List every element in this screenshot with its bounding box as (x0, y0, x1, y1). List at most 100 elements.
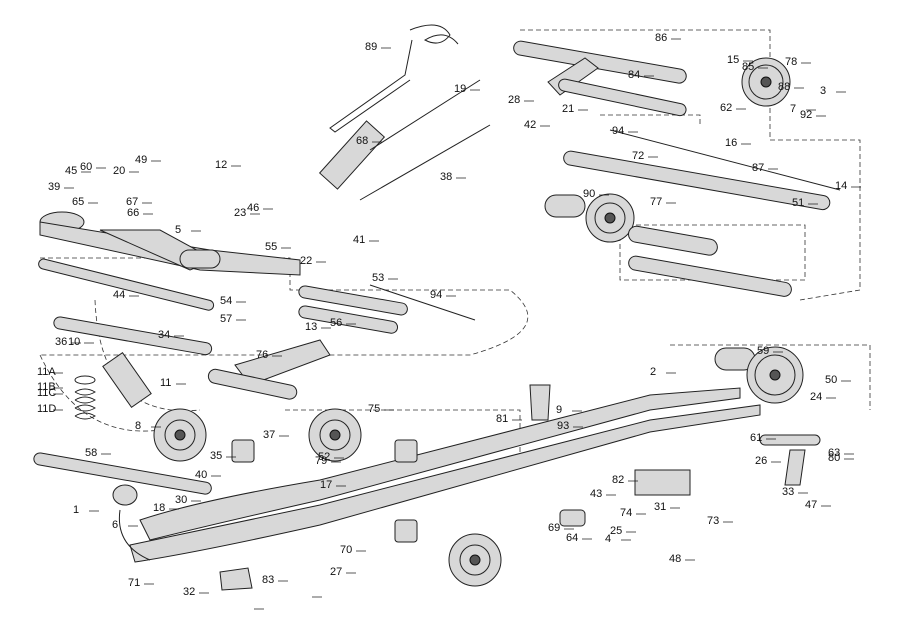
callout-label: 5 (175, 224, 182, 236)
callout-label: 59 (757, 345, 770, 357)
callout-label: 58 (85, 447, 98, 459)
wheel-77-lower (714, 346, 804, 404)
callout-label: 87 (752, 162, 765, 174)
callout-label: 22 (300, 255, 313, 267)
shock-11 (74, 351, 152, 420)
callout-label: 21 (562, 103, 575, 115)
callout-label: 93 (557, 420, 570, 432)
callout-label: 55 (265, 241, 278, 253)
bracket-70 (219, 567, 253, 591)
callout-label: 73 (707, 515, 720, 527)
callout-label: 40 (195, 469, 208, 481)
callout-label: 33 (782, 486, 795, 498)
callout-label: 56 (330, 317, 343, 329)
callout-label: 66 (127, 207, 140, 219)
callout-label: 8 (135, 420, 142, 432)
callout-label: 78 (785, 56, 798, 68)
callout-label: 57 (220, 313, 233, 325)
shock-68 (318, 79, 491, 201)
callout-label: 28 (508, 94, 521, 106)
callout-label: 14 (835, 180, 848, 192)
callout-label: 11D (37, 403, 57, 415)
callout-label: 19 (454, 83, 467, 95)
callout-label: 42 (524, 119, 537, 131)
callout-label: 27 (330, 566, 343, 578)
callout-label: 77 (650, 196, 663, 208)
callout-label: 71 (128, 577, 141, 589)
callout-label: 49 (135, 154, 148, 166)
callout-label: 43 (590, 488, 603, 500)
callout-label: 11B (37, 381, 56, 393)
bracket-79 (529, 384, 551, 421)
callout-label: 48 (669, 553, 682, 565)
block-43 (634, 469, 691, 496)
callout-label: 2 (650, 366, 657, 378)
rails (118, 387, 761, 563)
leader-lines (53, 38, 861, 610)
callout-label: 65 (72, 196, 85, 208)
callout-label: 11C (37, 387, 57, 399)
callout-label: 50 (825, 374, 838, 386)
shaft-86 (513, 40, 687, 84)
callout-label: 11A (37, 366, 56, 378)
callout-label: 6 (112, 519, 119, 531)
callout-label: 52 (318, 451, 331, 463)
shaft-54 (38, 258, 215, 311)
wheel-77-upper (544, 193, 635, 243)
brackets-52 (231, 439, 418, 543)
callout-label: 1 (73, 504, 80, 516)
callout-label: 82 (612, 474, 625, 486)
callout-label: 94 (430, 289, 443, 301)
callout-label: 80 (828, 452, 841, 464)
callout-label: 35 (210, 450, 223, 462)
callout-label: 39 (48, 181, 61, 193)
callout-label: 92 (800, 109, 813, 121)
callout-label: 11 (160, 377, 172, 389)
callout-label: 41 (353, 234, 366, 246)
callout-label: 60 (80, 161, 93, 173)
callout-label: 62 (720, 102, 733, 114)
callout-label: 4 (605, 533, 612, 545)
callout-label: 37 (263, 429, 276, 441)
spring-89 (329, 24, 459, 133)
callout-label: 84 (628, 69, 641, 81)
callout-label: 89 (365, 41, 378, 53)
callout-label: 16 (725, 137, 738, 149)
callout-label: 67 (126, 196, 139, 208)
callout-label: 74 (620, 507, 633, 519)
callout-label: 85 (742, 61, 755, 73)
callout-label: 51 (792, 197, 805, 209)
callout-label: 3 (820, 85, 827, 97)
callout-label: 63 (828, 447, 841, 459)
callout-label: 7 (790, 103, 797, 115)
callout-label: 25 (610, 525, 623, 537)
arm-76 (207, 339, 331, 400)
callout-label: 47 (805, 499, 818, 511)
callout-label: 26 (755, 455, 768, 467)
callout-label: 81 (496, 413, 509, 425)
shaft-34 (53, 316, 213, 356)
callout-label: 83 (262, 574, 275, 586)
callout-label: 10 (68, 336, 81, 348)
callout-label: 9 (556, 404, 563, 416)
callout-label: 90 (583, 188, 596, 200)
callout-label: 54 (220, 295, 233, 307)
callout-label: 38 (440, 171, 453, 183)
callout-label: 17 (320, 479, 333, 491)
callout-label: 12 (215, 159, 228, 171)
callout-label: 20 (113, 165, 126, 177)
callout-label: 70 (340, 544, 353, 556)
callout-label: 61 (750, 432, 763, 444)
rod-87 (563, 129, 841, 211)
callout-label: 64 (566, 532, 579, 544)
callout-label: 34 (158, 329, 171, 341)
callout-label: 36 (55, 336, 68, 348)
arm-84 (547, 57, 687, 117)
callout-label: 24 (810, 391, 823, 403)
callout-label: 86 (655, 32, 668, 44)
callout-label: 68 (356, 135, 369, 147)
wheels-75 (153, 408, 502, 587)
callout-label: 44 (113, 289, 126, 301)
callout-label: 45 (65, 165, 78, 177)
